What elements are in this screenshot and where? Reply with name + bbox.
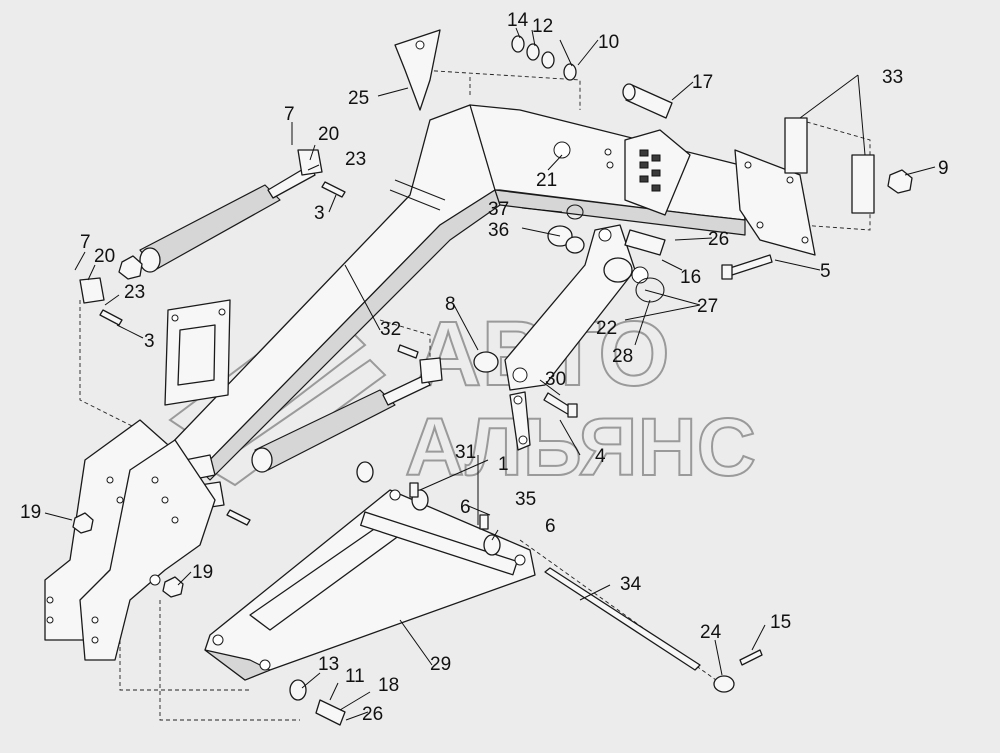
callout-34: 34	[620, 574, 642, 595]
shaft	[544, 567, 763, 693]
callout-3: 3	[144, 331, 155, 352]
callout-20: 20	[94, 246, 115, 267]
callout-23: 23	[124, 282, 145, 303]
callout-6: 6	[545, 516, 556, 537]
watermark-line2: АЛЬЯНС	[405, 402, 756, 493]
callout-16: 16	[680, 267, 701, 288]
mount-plate	[164, 299, 231, 406]
callout-32: 32	[380, 319, 401, 340]
link	[509, 391, 531, 451]
callout-3: 3	[314, 203, 325, 224]
callout-20: 20	[318, 124, 339, 145]
callout-37: 37	[488, 199, 509, 220]
callout-36: 36	[488, 220, 509, 241]
callout-24: 24	[700, 622, 722, 643]
callout-25: 25	[348, 88, 369, 109]
callout-14: 14	[507, 10, 529, 31]
small-bolts	[99, 181, 419, 526]
a-frame	[204, 489, 536, 681]
callout-15: 15	[770, 612, 791, 633]
callout-10: 10	[598, 32, 619, 53]
pin	[622, 83, 673, 119]
spacer-block	[851, 154, 875, 214]
washer-stack	[511, 35, 577, 81]
nut	[887, 169, 913, 194]
callout-11: 11	[345, 666, 365, 687]
callout-6: 6	[460, 497, 471, 518]
boom-side-plate	[624, 129, 691, 216]
callout-30: 30	[545, 369, 566, 390]
callout-17: 17	[692, 72, 713, 93]
cylinder-upper	[118, 164, 316, 280]
callout-9: 9	[938, 158, 949, 179]
callout-1: 1	[498, 454, 509, 475]
pin-hole	[553, 141, 571, 159]
callout-23: 23	[345, 149, 366, 170]
callout-29: 29	[430, 654, 451, 675]
cylinder-lower	[251, 374, 431, 473]
callout-35: 35	[515, 489, 536, 510]
lift-arm	[504, 224, 666, 391]
callout-13: 13	[318, 654, 339, 675]
callout-31: 31	[455, 442, 476, 463]
callout-18: 18	[378, 675, 399, 696]
top-bracket	[394, 29, 441, 111]
callout-7: 7	[284, 104, 295, 125]
callout-33: 33	[882, 67, 903, 88]
callout-8: 8	[445, 294, 456, 315]
callout-19: 19	[20, 502, 41, 523]
upper-boom	[169, 104, 746, 481]
callout-7: 7	[80, 232, 91, 253]
callout-12: 12	[532, 16, 553, 37]
callout-19: 19	[192, 562, 213, 583]
spacer-block	[784, 117, 808, 174]
callout-27: 27	[697, 296, 718, 317]
callout-28: 28	[612, 346, 633, 367]
callout-labels: 25 14 12 10 17 33 9 21 37 36 26 16 5 27 …	[20, 10, 949, 725]
callout-26: 26	[708, 229, 729, 250]
callout-21: 21	[536, 170, 557, 191]
callout-22: 22	[596, 318, 617, 339]
bolts	[543, 254, 773, 418]
callout-26: 26	[362, 704, 383, 725]
callout-4: 4	[595, 446, 606, 467]
leaders	[44, 27, 936, 721]
coupling-flange	[734, 117, 913, 256]
hardware-small	[72, 351, 501, 726]
frame-plate-right	[79, 439, 216, 661]
callout-5: 5	[820, 261, 831, 282]
